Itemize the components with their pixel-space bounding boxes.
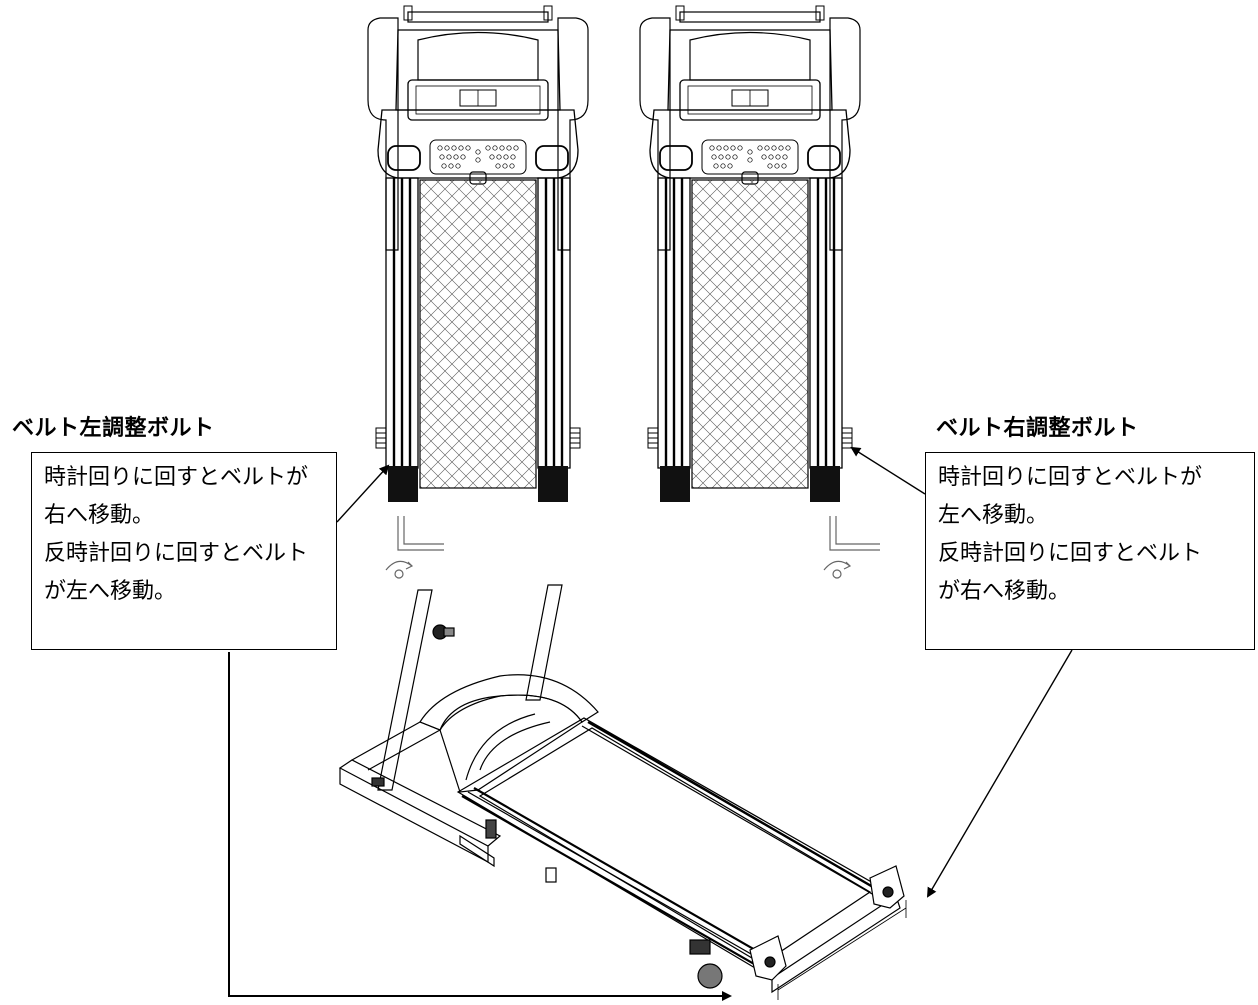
- treadmill-top-view-right: [638, 4, 862, 504]
- right-bolt-line-3: 反時計回りに回すとベルト: [938, 541, 1203, 566]
- allen-key-icon-right: [829, 516, 880, 551]
- left-bolt-callout: 時計回りに回すとベルトが 右へ移動。 反時計回りに回すとベルト が左へ移動。: [31, 452, 337, 650]
- arrow-pointer-right-to-perspective: [926, 649, 1073, 898]
- left-bolt-line-1: 時計回りに回すとベルトが: [44, 465, 309, 490]
- right-bolt-heading: ベルト右調整ボルト: [936, 416, 1139, 441]
- left-bolt-line-4: が左へ移動。: [44, 579, 177, 604]
- treadmill-top-view-left: [366, 4, 590, 504]
- right-bolt-line-2: 左へ移動。: [938, 503, 1049, 528]
- allen-key-icon-left: [397, 516, 444, 551]
- right-bolt-line-1: 時計回りに回すとベルトが: [938, 465, 1203, 490]
- left-bolt-heading: ベルト左調整ボルト: [12, 416, 215, 441]
- arrow-pointer-left-to-perspective: [228, 652, 732, 1001]
- right-bolt-callout: 時計回りに回すとベルトが 左へ移動。 反時計回りに回すとベルト が右へ移動。: [925, 452, 1255, 650]
- left-bolt-line-3: 反時計回りに回すとベルト: [44, 541, 309, 566]
- rotation-arrow-icon-left: [385, 560, 414, 579]
- arrow-pointer-left-to-bolt: [336, 464, 390, 523]
- arrow-pointer-right-to-bolt: [850, 446, 926, 495]
- right-bolt-line-4: が右へ移動。: [938, 579, 1071, 604]
- treadmill-perspective-view: [338, 584, 907, 1000]
- left-bolt-line-2: 右へ移動。: [44, 503, 155, 528]
- rotation-arrow-icon-right: [823, 560, 852, 579]
